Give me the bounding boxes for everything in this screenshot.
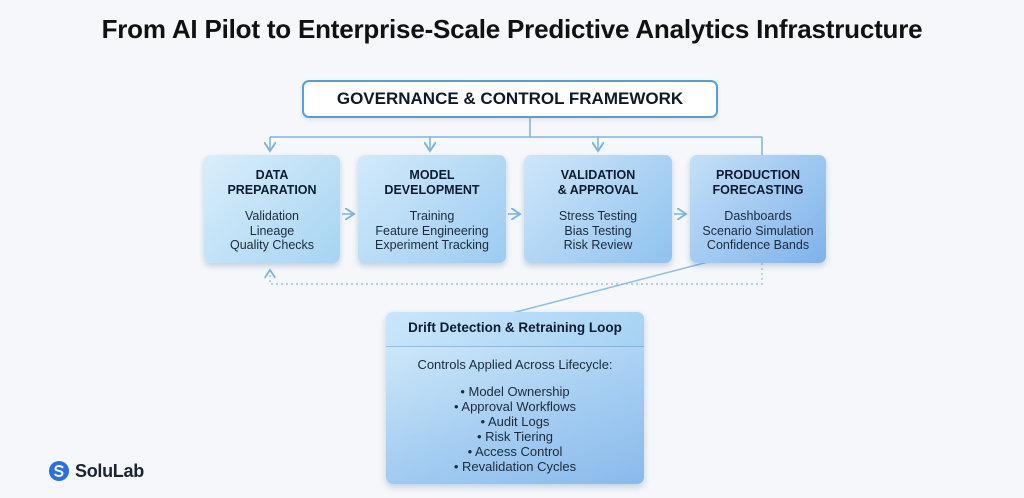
stage-item: Quality Checks [229, 238, 315, 252]
solulab-logo[interactable]: SoluLab [48, 458, 144, 484]
control-item: • Audit Logs [480, 414, 550, 429]
stage-item: Scenario Simulation [702, 223, 814, 238]
stage-title: MODEL DEVELOPMENT [384, 168, 480, 197]
stage-title: DATA PREPARATION [227, 168, 317, 197]
stage-item: Risk Review [563, 238, 633, 252]
stage-item: Validation [245, 209, 299, 223]
stage-item: Dashboards [724, 209, 792, 223]
stage-item: Training [409, 209, 455, 223]
stage-validation-approval: VALIDATION & APPROVAL Stress Testing Bia… [524, 155, 672, 263]
stage-item: Experiment Tracking [375, 238, 489, 252]
stage-item: Stress Testing [558, 209, 638, 223]
drift-detection-box: Drift Detection & Retraining Loop Contro… [386, 312, 644, 484]
stage-item: Confidence Bands [706, 238, 810, 252]
stage-item: Bias Testing [564, 223, 632, 238]
control-item: • Revalidation Cycles [453, 459, 577, 474]
stage-data-preparation: DATA PREPARATION Validation Lineage Qual… [204, 155, 340, 263]
control-item: • Approval Workflows [453, 399, 577, 414]
controls-subtitle: Controls Applied Across Lifecycle: [417, 357, 613, 372]
governance-framework-box: GOVERNANCE & CONTROL FRAMEWORK [302, 80, 718, 118]
feedback-loop-line [270, 263, 763, 285]
page-title: From AI Pilot to Enterprise-Scale Predic… [101, 14, 923, 44]
drift-connector-line [511, 261, 709, 314]
control-item: • Model Ownership [460, 384, 570, 399]
drift-title: Drift Detection & Retraining Loop [386, 312, 644, 347]
stage-item: Lineage [249, 223, 295, 238]
control-item: • Risk Tiering [476, 429, 554, 444]
stage-title: VALIDATION & APPROVAL [557, 168, 639, 197]
stage-item: Feature Engineering [375, 223, 489, 238]
logo-text: SoluLab [75, 460, 144, 481]
stage-model-development: MODEL DEVELOPMENT Training Feature Engin… [358, 155, 506, 263]
solulab-logo-icon [49, 461, 69, 481]
stage-production-forecasting: PRODUCTION FORECASTING Dashboards Scenar… [690, 155, 826, 263]
stage-title: PRODUCTION FORECASTING [712, 168, 804, 197]
control-item: • Access Control [467, 444, 563, 459]
